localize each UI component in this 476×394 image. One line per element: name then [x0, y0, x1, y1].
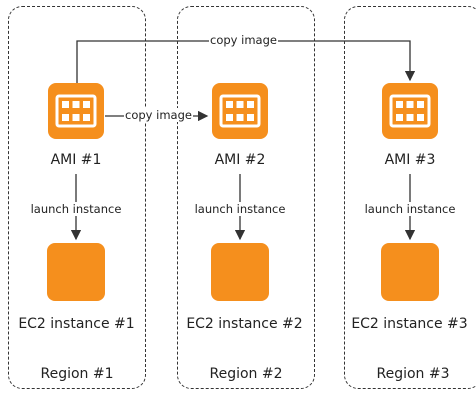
region-3-label: Region #3: [376, 366, 450, 382]
ami-1-icon: [48, 83, 104, 139]
region-3-box: Region #3: [344, 6, 476, 389]
copy-image-label-region3: copy image: [209, 33, 278, 47]
launch-instance-label-3: launch instance: [350, 202, 470, 216]
ec2-instance-1-label: EC2 instance #1: [18, 316, 135, 332]
launch-instance-label-1: launch instance: [16, 202, 136, 216]
ami-3-label: AMI #3: [384, 152, 436, 168]
ec2-instance-2-icon: [211, 243, 269, 301]
region-2-label: Region #2: [209, 366, 283, 382]
launch-instance-label-2: launch instance: [180, 202, 300, 216]
ec2-instance-3-label: EC2 instance #3: [351, 316, 468, 332]
ami-grid-icon: [389, 94, 431, 128]
region-1-box: Region #1: [8, 6, 146, 389]
copy-image-label-region2: copy image: [124, 108, 193, 122]
ami-3-icon: [382, 83, 438, 139]
ami-grid-icon: [219, 94, 261, 128]
ec2-instance-3-icon: [381, 243, 439, 301]
ec2-instance-2-label: EC2 instance #2: [186, 316, 303, 332]
ami-grid-icon: [55, 94, 97, 128]
region-1-label: Region #1: [40, 366, 114, 382]
ec2-instance-1-icon: [47, 243, 105, 301]
ami-2-icon: [212, 83, 268, 139]
ami-2-label: AMI #2: [214, 152, 266, 168]
ami-1-label: AMI #1: [50, 152, 102, 168]
region-2-box: Region #2: [177, 6, 315, 389]
